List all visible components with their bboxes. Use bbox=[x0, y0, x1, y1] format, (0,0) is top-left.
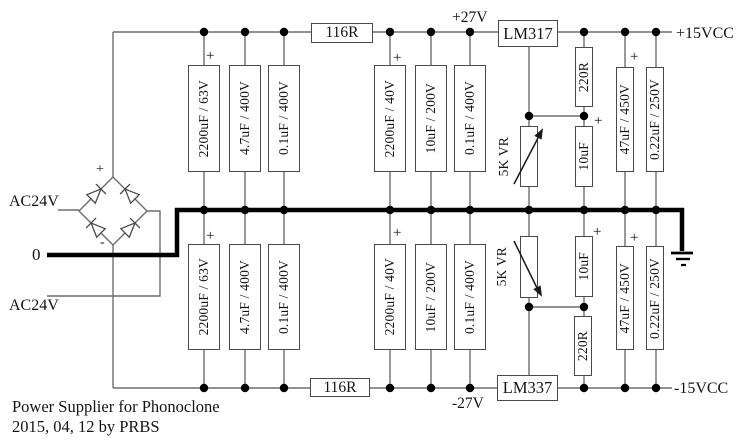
capacitor-label: 10uF / 200V bbox=[423, 261, 438, 333]
output-pos-label: +15VCC bbox=[676, 25, 734, 42]
resistor-label: 116R bbox=[323, 378, 357, 396]
capacitor-2200uf-63v-bottom: 2200uF / 63V bbox=[188, 244, 220, 350]
capacitor-label: 2200uF / 40V bbox=[382, 79, 397, 158]
ac-input-top-label: AC24V bbox=[9, 193, 59, 210]
resistor-116r-top: 116R bbox=[311, 23, 373, 43]
capacitor-label: 47uF / 450V bbox=[617, 262, 632, 334]
vr-label-bottom: 5K VR bbox=[494, 247, 509, 287]
capacitor-label: 47uF / 450V bbox=[617, 84, 632, 155]
bridge-minus-mark: - bbox=[100, 235, 105, 250]
plus-mark: + bbox=[393, 225, 402, 241]
plus-mark: + bbox=[206, 48, 215, 64]
capacitor-label: 0.1uF / 400V bbox=[462, 81, 477, 156]
capacitor-label: 0.1uF / 400V bbox=[276, 259, 291, 335]
capacitor-label: 2200uF / 63V bbox=[196, 258, 211, 336]
capacitor-4.7uf-400v-bottom: 4.7uF / 400V bbox=[229, 244, 261, 350]
capacitor-0.1uf-400v-top-right: 0.1uF / 400V bbox=[454, 65, 486, 172]
capacitor-label: 2200uF / 63V bbox=[196, 79, 211, 158]
plus-mark: + bbox=[206, 228, 215, 244]
plus-mark: + bbox=[630, 49, 639, 65]
ac-input-bottom-label: AC24V bbox=[9, 297, 59, 314]
capacitor-10uf-bypass-bottom: 10uF bbox=[575, 236, 593, 297]
resistor-label: 220R bbox=[576, 61, 591, 93]
capacitor-0.1uf-400v-bottom-left: 0.1uF / 400V bbox=[268, 244, 300, 350]
capacitor-0.1uf-400v-top-left: 0.1uF / 400V bbox=[268, 65, 300, 172]
resistor-label: 220R bbox=[575, 330, 590, 362]
capacitor-label: 0.22uF / 250V bbox=[647, 257, 662, 339]
capacitor-0.22uf-250v-bottom: 0.22uF / 250V bbox=[646, 246, 664, 350]
output-neg-label: -15VCC bbox=[674, 380, 729, 397]
center-tap-label: 0 bbox=[32, 245, 41, 264]
bridge-rectifier-icon bbox=[85, 183, 141, 239]
regulator-lm337: LM337 bbox=[497, 375, 558, 401]
resistor-116r-bottom: 116R bbox=[310, 378, 370, 397]
ground-bus bbox=[47, 207, 693, 267]
capacitor-label: 4.7uF / 400V bbox=[237, 81, 252, 156]
bridge-plus-mark: + bbox=[96, 162, 104, 177]
schematic-title: Power Supplier for Phonoclone bbox=[12, 397, 220, 416]
capacitor-47uf-450v-top: 47uF / 450V bbox=[616, 67, 634, 172]
capacitor-label: 10uF bbox=[576, 252, 591, 281]
resistor-220r-bottom: 220R bbox=[574, 316, 592, 376]
capacitor-2200uf-63v-top: 2200uF / 63V bbox=[188, 65, 220, 172]
plus-mark: + bbox=[594, 113, 603, 129]
plus-mark: + bbox=[630, 230, 639, 246]
capacitor-47uf-450v-bottom: 47uF / 450V bbox=[616, 246, 634, 350]
junction-dots bbox=[199, 27, 661, 393]
capacitor-label: 0.1uF / 400V bbox=[276, 81, 291, 156]
rail-neg-label: -27V bbox=[452, 395, 484, 412]
capacitor-4.7uf-400v-top: 4.7uF / 400V bbox=[229, 65, 261, 172]
plus-mark: + bbox=[393, 50, 402, 66]
capacitor-10uf-bypass-top: 10uF bbox=[575, 126, 593, 187]
capacitor-label: 4.7uF / 400V bbox=[237, 259, 252, 335]
ground-bus-wire bbox=[47, 207, 685, 258]
capacitor-label: 10uF bbox=[576, 142, 591, 171]
schematic-date-author: 2015, 04, 12 by PRBS bbox=[12, 417, 160, 436]
resistor-220r-top: 220R bbox=[575, 47, 593, 107]
variable-resistor-5k-bottom bbox=[520, 236, 538, 298]
bridge-diamond bbox=[78, 176, 148, 246]
capacitor-label: 2200uF / 40V bbox=[382, 258, 397, 336]
regulator-label: LM317 bbox=[503, 23, 553, 43]
ac-input-wires bbox=[47, 32, 161, 388]
capacitor-label: 10uF / 200V bbox=[423, 83, 438, 154]
capacitor-10uf-200v-top: 10uF / 200V bbox=[415, 65, 447, 172]
vr-label-top: 5K VR bbox=[496, 136, 511, 177]
capacitor-2200uf-40v-top: 2200uF / 40V bbox=[374, 65, 406, 172]
capacitor-0.22uf-250v-top: 0.22uF / 250V bbox=[646, 67, 664, 172]
capacitor-10uf-200v-bottom: 10uF / 200V bbox=[415, 244, 447, 350]
capacitor-label: 0.1uF / 400V bbox=[462, 259, 477, 335]
variable-resistor-5k-top bbox=[520, 126, 538, 187]
capacitor-2200uf-40v-bottom: 2200uF / 40V bbox=[374, 244, 406, 350]
regulator-lm317: LM317 bbox=[498, 20, 558, 47]
regulator-label: LM337 bbox=[502, 378, 553, 397]
capacitor-label: 0.22uF / 250V bbox=[647, 79, 662, 160]
rail-pos-label: +27V bbox=[452, 9, 488, 26]
capacitor-0.1uf-400v-bottom-right: 0.1uF / 400V bbox=[454, 244, 486, 350]
resistor-label: 116R bbox=[325, 24, 359, 41]
plus-mark: + bbox=[593, 224, 602, 240]
ground-icon bbox=[671, 251, 693, 267]
